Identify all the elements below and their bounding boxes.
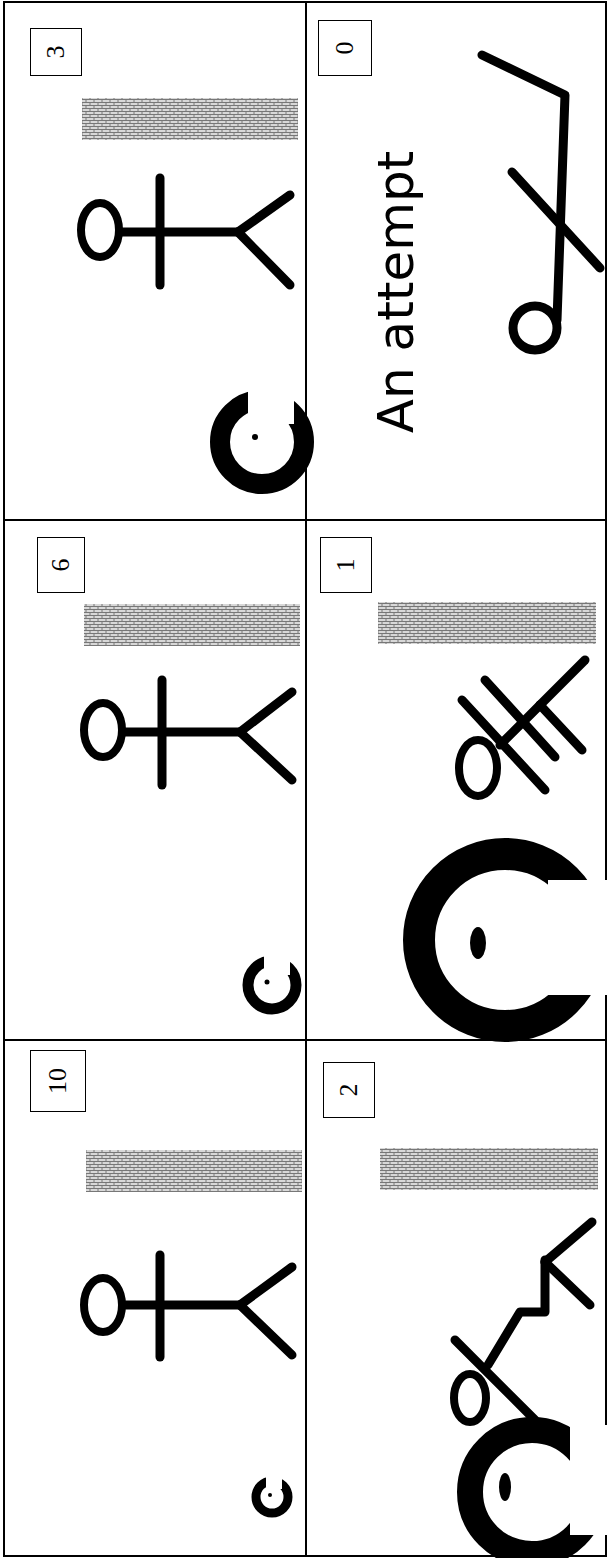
wall-bar — [82, 98, 298, 140]
panel-number-box: 0 — [318, 20, 372, 76]
panel-number-box: 6 — [37, 537, 85, 593]
panel-number: 3 — [43, 46, 69, 59]
panel-number-box: 10 — [30, 1050, 86, 1112]
tumbling-figure — [454, 1222, 592, 1422]
tumbling-figure — [459, 660, 585, 796]
ball — [470, 1425, 608, 1554]
stick-figure — [84, 680, 292, 785]
fallen-figure — [482, 55, 600, 350]
wall-bar — [378, 602, 596, 644]
wall-bar — [380, 1148, 598, 1190]
panel-number: 10 — [45, 1068, 71, 1094]
panel-number-box: 1 — [320, 537, 372, 593]
wall-bar — [84, 604, 300, 646]
panel-number: 2 — [336, 1084, 362, 1097]
ball — [220, 388, 304, 484]
ball — [419, 854, 608, 1026]
panel-number-box: 3 — [30, 28, 82, 76]
panel-caption: An attempt — [371, 151, 421, 433]
panel-number: 0 — [332, 42, 358, 55]
ball — [256, 1476, 288, 1513]
panel-number: 1 — [333, 559, 359, 572]
stick-figure — [81, 178, 290, 285]
panel-number: 6 — [48, 559, 74, 572]
wall-bar — [86, 1150, 302, 1192]
panel-number-box: 2 — [323, 1062, 375, 1118]
ball — [248, 955, 296, 1009]
stick-figure — [84, 1255, 292, 1357]
panel-grid — [4, 2, 606, 1556]
